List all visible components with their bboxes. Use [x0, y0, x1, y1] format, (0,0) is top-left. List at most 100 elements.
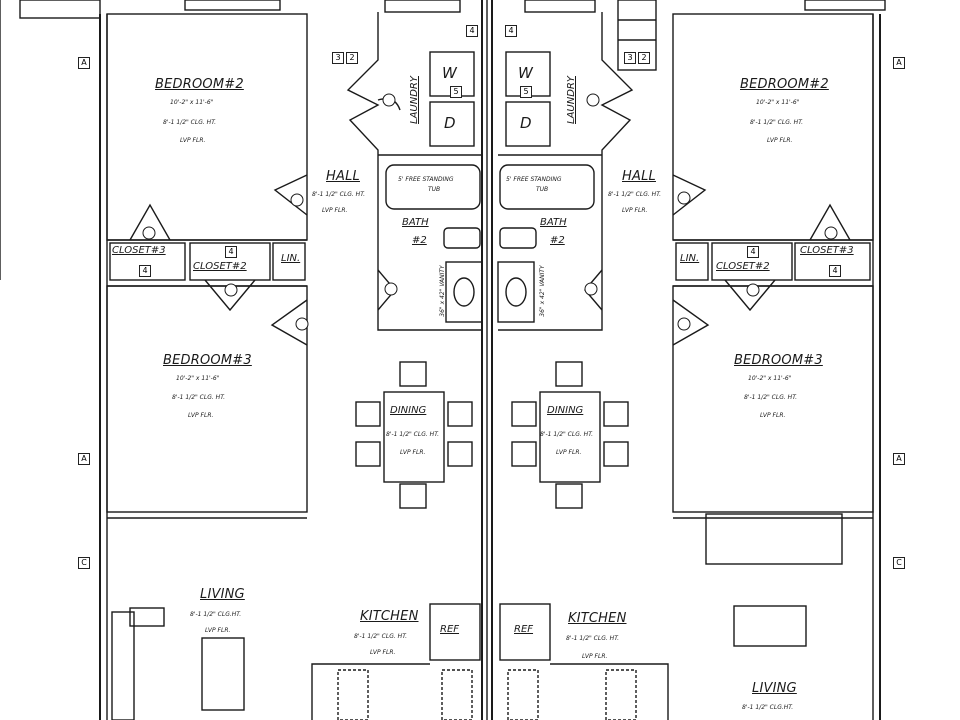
vanity-right [497, 261, 535, 323]
bedroom2-right-label: BEDROOM#2 [740, 77, 829, 92]
closet3-door-swing-left [129, 203, 171, 241]
top-right-fragment [804, 0, 886, 11]
bedroom3-left-clg: 8'-1 1/2" CLG. HT. [172, 394, 226, 401]
bedroom3-left-flr: LVP FLR. [188, 412, 214, 419]
bedroom2-right-walls [672, 13, 874, 241]
grid-tag-c-left: C [78, 557, 90, 569]
closet3-right-label: CLOSET#3 [800, 245, 854, 256]
dryer-right-label: D [520, 114, 532, 132]
grid-tag-c-right: C [893, 557, 905, 569]
dining-right-clg: 8'-1 1/2" CLG. HT. [540, 431, 594, 438]
chair-left-top [399, 361, 427, 387]
closet2-right-walls [711, 242, 793, 281]
door-tag-hall-left [290, 193, 304, 207]
detail-tag-4-closet3-left: 4 [139, 265, 151, 277]
bath-right-label: BATH [540, 217, 567, 228]
closet3-left-walls [109, 242, 186, 281]
detail-tag-3-right: 3 [624, 52, 636, 64]
bedroom2-left-clg: 8'-1 1/2" CLG. HT. [163, 119, 217, 126]
vanity-left [445, 261, 483, 323]
kitchen-counter-right [550, 663, 669, 720]
hall-right-flr: LVP FLR. [622, 207, 648, 214]
tub-left-label2: TUB [428, 186, 441, 193]
chair-left-r2 [447, 441, 473, 467]
bath-left-label: BATH [402, 217, 429, 228]
door-tag-bath-right [584, 282, 598, 296]
closet2-left-walls [189, 242, 271, 281]
dining-table-right [539, 391, 601, 483]
sofa-left-arm [129, 607, 165, 627]
kitchen-left-label: KITCHEN [360, 609, 419, 624]
coffee-table-right [733, 605, 807, 647]
detail-tag-4-right-top: 4 [505, 25, 517, 37]
kitchen-counter-left [311, 663, 430, 720]
bedroom2-right-size: 10'-2" x 11'-6" [756, 99, 800, 106]
detail-tag-5-left: 5 [450, 86, 462, 98]
door-tag-hall-right [677, 191, 691, 205]
bedroom3-left-size: 10'-2" x 11'-6" [176, 375, 220, 382]
bedroom2-left-flr: LVP FLR. [180, 137, 206, 144]
bath-right-num: #2 [550, 235, 565, 246]
detail-tag-5-right: 5 [520, 86, 532, 98]
lin-left-walls [272, 242, 306, 281]
bed3-door-swing-left [270, 299, 308, 346]
bedroom3-right-clg: 8'-1 1/2" CLG. HT. [744, 394, 798, 401]
vanity-left-label: 36" x 42" VANITY [439, 265, 446, 317]
dining-left-label: DINING [390, 405, 427, 416]
tub-right-label: 5' FREE STANDING [506, 176, 562, 183]
closet3-right-walls [794, 242, 871, 281]
ref-right-label: REF [514, 624, 534, 635]
hall-right-clg: 8'-1 1/2" CLG. HT. [608, 191, 662, 198]
bath-left-num: #2 [412, 235, 427, 246]
chair-right-r1 [603, 401, 629, 427]
detail-tag-4-left-top: 4 [466, 25, 478, 37]
dishwasher-left [441, 669, 473, 720]
vanity-right-label: 36" x 42" VANITY [539, 265, 546, 317]
tub-left-label: 5' FREE STANDING [398, 176, 454, 183]
bedroom3-right-label: BEDROOM#3 [734, 353, 823, 368]
door-tag-laundry-left [382, 93, 396, 107]
door-tag-closet2-right [746, 283, 760, 297]
living-left-clg: 8'-1 1/2" CLG.HT. [190, 611, 242, 618]
dining-left-flr: LVP FLR. [400, 449, 426, 456]
hall-left-label: HALL [326, 169, 360, 184]
closet2-left-label: CLOSET#2 [193, 261, 247, 272]
sofa-left [111, 611, 135, 720]
top-left-wall-fragment [19, 0, 101, 19]
detail-tag-3-left: 3 [332, 52, 344, 64]
top-center-right-fragment [524, 0, 596, 13]
closet2-right-label: CLOSET#2 [716, 261, 770, 272]
hall-right-label: HALL [622, 169, 656, 184]
washer-left-label: W [442, 64, 457, 82]
door-tag-bed3-left [295, 317, 309, 331]
laundry-left-label: LAUNDRY [409, 76, 420, 124]
bedroom3-right-flr: LVP FLR. [760, 412, 786, 419]
lin-right-walls [675, 242, 709, 281]
chair-left-r1 [447, 401, 473, 427]
bedroom2-left-size: 10'-2" x 11'-6" [170, 99, 214, 106]
top-wall-fragment [184, 0, 281, 11]
range-right [605, 669, 637, 720]
kitchen-right-flr: LVP FLR. [582, 653, 608, 660]
chair-right-top [555, 361, 583, 387]
lin-left-label: LIN. [281, 253, 301, 264]
dryer-left-outline [429, 101, 475, 147]
sofa-right [705, 513, 843, 565]
tub-right-label2: TUB [536, 186, 549, 193]
grid-tag-a-mid-right: A [893, 453, 905, 465]
door-tag-closet3-right [824, 226, 838, 240]
detail-tag-4-closet3-right: 4 [829, 265, 841, 277]
closet3-door-swing-right [809, 203, 851, 241]
closet2-door-swing-right [724, 279, 776, 312]
closet3-left-label: CLOSET#3 [112, 245, 166, 256]
toilet-right [499, 227, 537, 249]
kitchen-right-label: KITCHEN [568, 611, 627, 626]
dryer-right-outline [505, 101, 551, 147]
laundry-right-label: LAUNDRY [566, 76, 577, 124]
hall-door-swing-left [273, 174, 308, 216]
dishwasher-right [507, 669, 539, 720]
ref-left-label: REF [440, 624, 460, 635]
bedroom2-right-flr: LVP FLR. [767, 137, 793, 144]
door-tag-laundry-right [586, 93, 600, 107]
sink-right [505, 277, 527, 307]
